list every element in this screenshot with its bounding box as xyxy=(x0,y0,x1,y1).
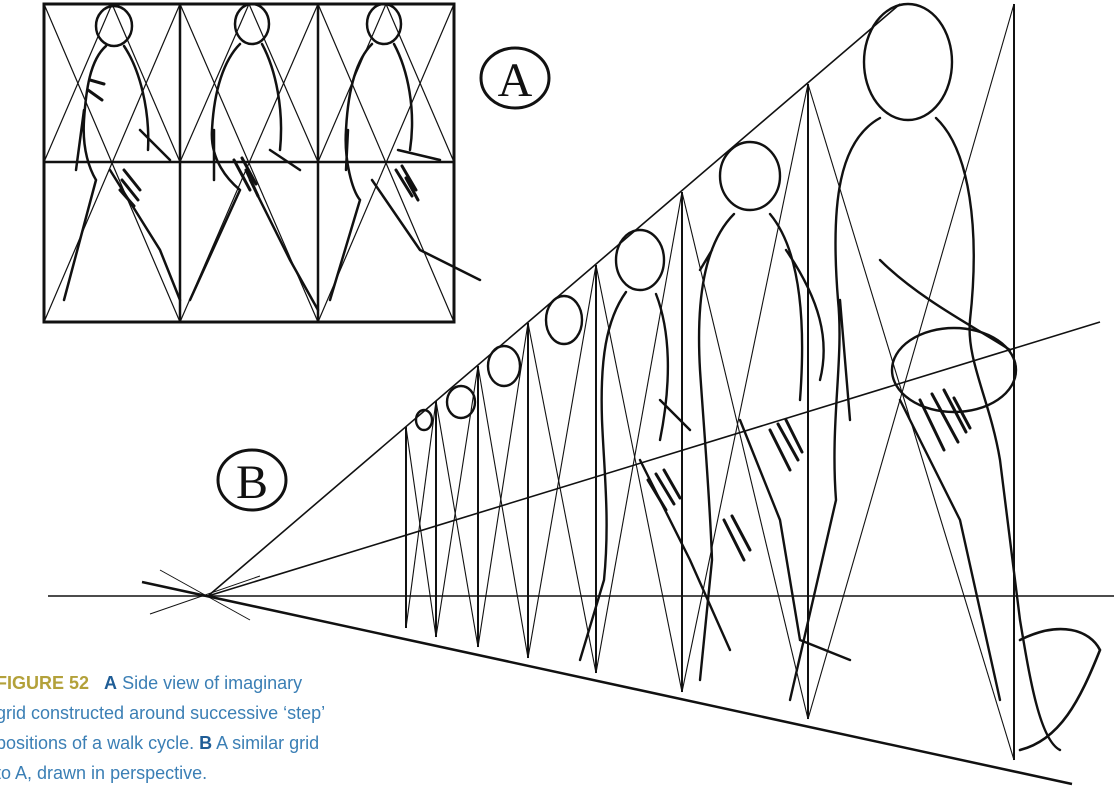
caption-line-4: to A, drawn in perspective. xyxy=(0,758,296,788)
figure-caption: FIGURE 52 A Side view of imaginary grid … xyxy=(0,668,325,788)
panel-a-label: A xyxy=(479,46,551,110)
panel-a-walking-figures xyxy=(62,2,482,312)
svg-text:A: A xyxy=(498,54,533,107)
caption-letter-b: B xyxy=(199,733,213,753)
caption-text-3: positions of a walk cycle. xyxy=(0,733,195,753)
panel-b-label: B xyxy=(216,448,288,512)
caption-line-2: grid constructed around successive ‘step… xyxy=(0,698,325,728)
caption-text-2: grid constructed around successive ‘step… xyxy=(0,703,326,723)
caption-letter-a: A xyxy=(104,673,118,693)
caption-line-1: FIGURE 52 A Side view of imaginary xyxy=(0,668,302,698)
panel-b-perspective-grid xyxy=(48,3,1114,786)
caption-text-3b: A similar grid xyxy=(216,733,320,753)
panel-b-walking-figures xyxy=(414,2,1102,752)
svg-text:B: B xyxy=(236,456,268,509)
caption-line-3: positions of a walk cycle. B A similar g… xyxy=(0,728,319,758)
caption-text-1: Side view of imaginary xyxy=(122,673,303,693)
caption-text-4: to A, drawn in perspective. xyxy=(0,763,208,783)
figure-number: FIGURE 52 xyxy=(0,673,90,693)
panel-a-grid xyxy=(42,2,456,324)
